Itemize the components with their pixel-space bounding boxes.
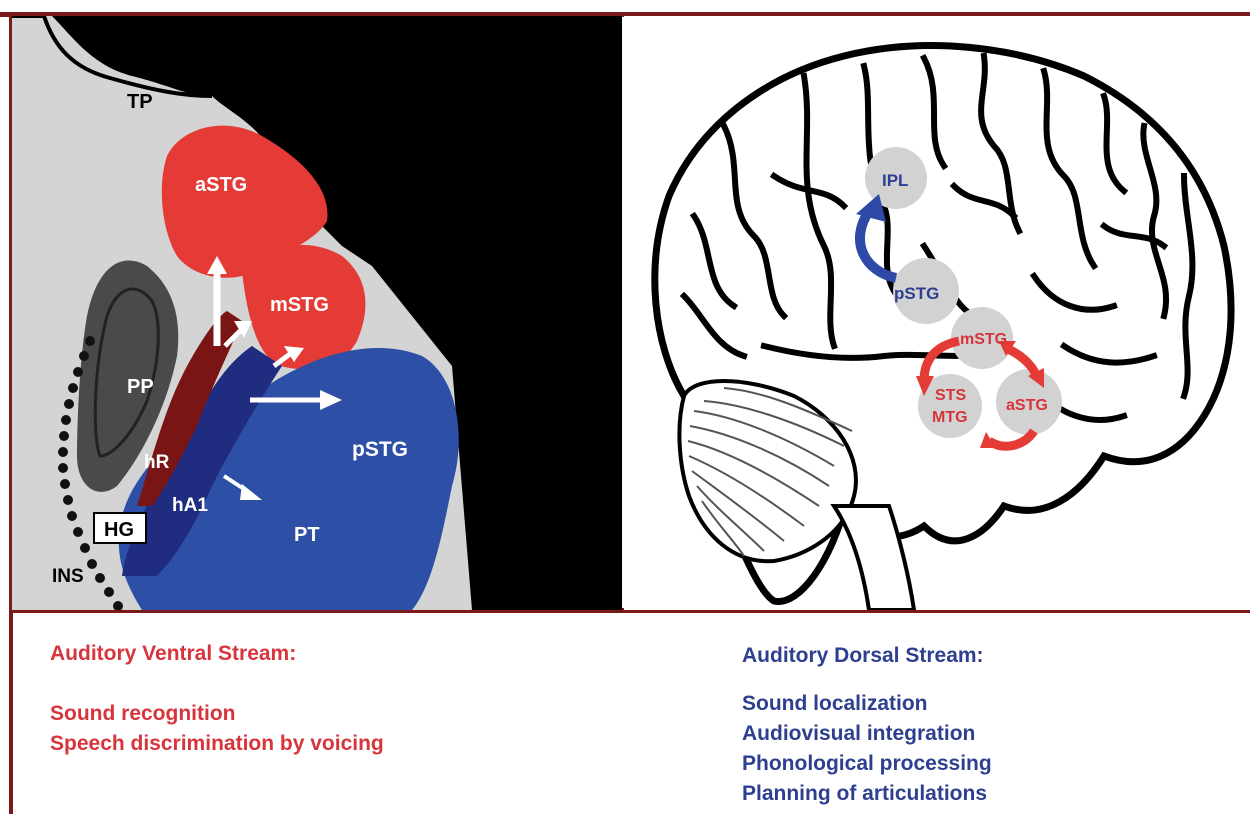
label-ins: INS <box>52 566 84 587</box>
dorsal-item-2: Audiovisual integration <box>742 722 975 746</box>
auditory-cortex-map: TP aSTG mSTG PP hR hA1 HG INS pSTG PT <box>12 16 622 610</box>
label-pstg-left: pSTG <box>352 438 408 461</box>
brain-svg: IPL pSTG mSTG STS MTG aSTG <box>624 16 1250 610</box>
label-sts: STS <box>935 387 966 404</box>
dorsal-item-3: Phonological processing <box>742 752 992 776</box>
label-astg-left: aSTG <box>195 174 247 196</box>
label-mstg-right: mSTG <box>960 331 1007 348</box>
label-hr: hR <box>144 452 170 473</box>
dorsal-stream-title: Auditory Dorsal Stream: <box>742 644 984 668</box>
ventral-item-1: Sound recognition <box>50 702 235 726</box>
label-hg: HG <box>104 519 134 541</box>
label-ha1: hA1 <box>172 495 208 516</box>
ventral-stream-title: Auditory Ventral Stream: <box>50 642 296 666</box>
label-ipl: IPL <box>882 171 908 190</box>
label-mtg: MTG <box>932 409 968 426</box>
dorsal-item-1: Sound localization <box>742 692 928 716</box>
label-tp: TP <box>127 91 153 113</box>
label-pt: PT <box>294 524 320 546</box>
label-pstg-right: pSTG <box>894 284 939 303</box>
label-astg-right: aSTG <box>1006 397 1048 414</box>
brain-diagram: IPL pSTG mSTG STS MTG aSTG <box>624 16 1250 610</box>
label-mstg-left: mSTG <box>270 294 329 316</box>
dorsal-item-4: Planning of articulations <box>742 782 987 806</box>
cortex-map-svg: TP aSTG mSTG PP hR hA1 HG INS pSTG PT <box>12 16 622 610</box>
ventral-item-2: Speech discrimination by voicing <box>50 732 384 756</box>
label-pp: PP <box>127 376 154 398</box>
